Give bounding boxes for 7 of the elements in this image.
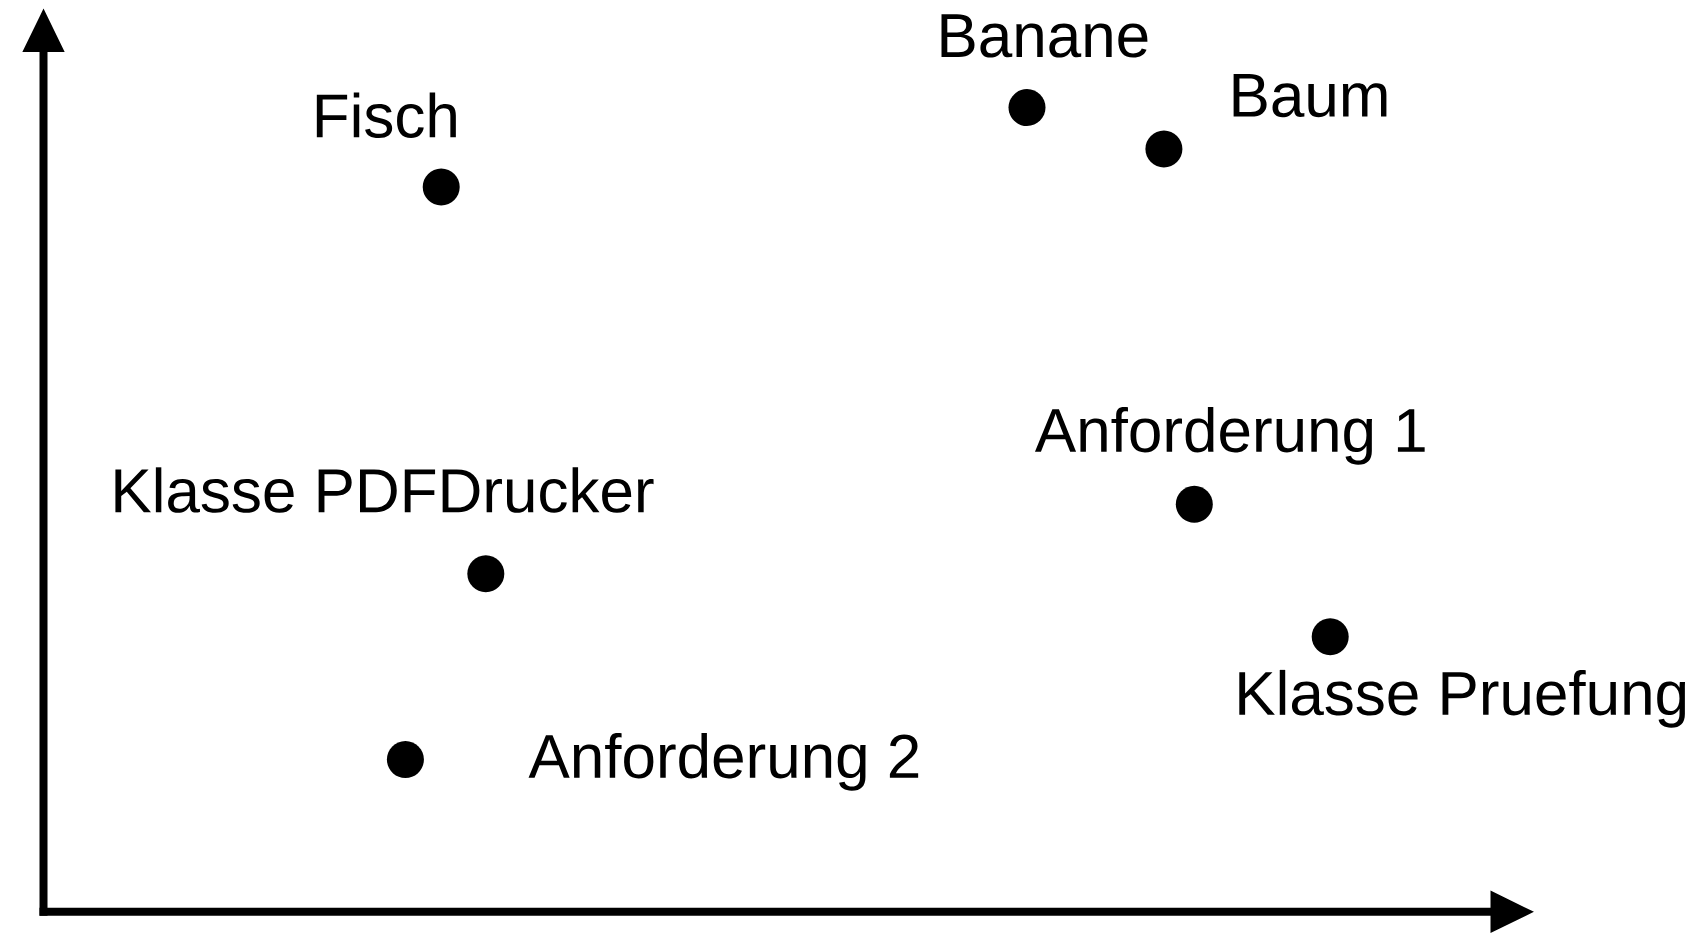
point-label: Banane bbox=[941, 14, 1148, 58]
point-label: Klasse Pruefung bbox=[1239, 669, 1686, 728]
point-label: Fisch bbox=[316, 92, 456, 138]
point-label: Anforderung 1 bbox=[1034, 406, 1425, 465]
point-label: Baum bbox=[1233, 73, 1387, 118]
point-label: Klasse PDFDrucker bbox=[115, 467, 654, 513]
point-label: Anforderung 2 bbox=[528, 732, 919, 791]
